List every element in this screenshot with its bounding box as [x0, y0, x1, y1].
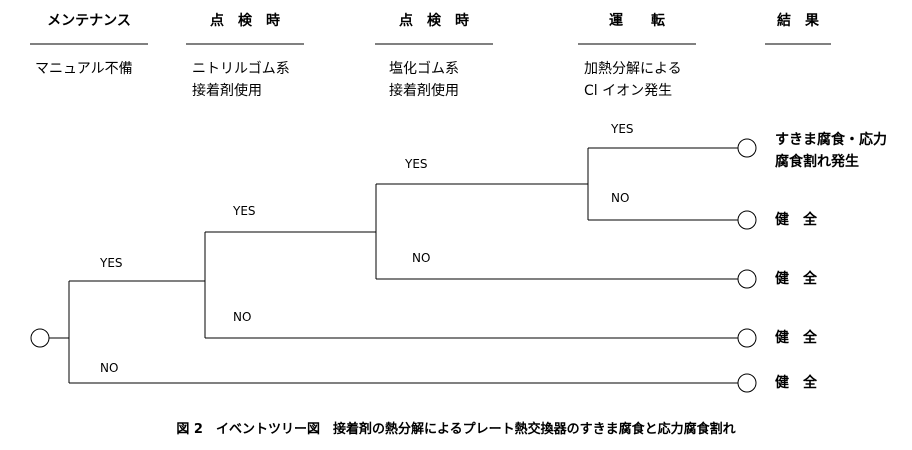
condition-nitrile: ニトリルゴム系 接着剤使用 [192, 58, 290, 102]
result-node [737, 269, 757, 289]
condition-nitrile-line2: 接着剤使用 [192, 83, 262, 99]
result-node [737, 373, 757, 393]
condition-manual-line1: マニュアル不備 [35, 61, 133, 77]
condition-chloro: 塩化ゴム系 接着剤使用 [389, 58, 459, 102]
header-operation: 運 転 [609, 13, 665, 29]
condition-nitrile-line1: ニトリルゴム系 [192, 61, 290, 77]
header-inspection-2: 点 検 時 [399, 13, 469, 29]
condition-chloro-line2: 接着剤使用 [389, 83, 459, 99]
result-node [737, 210, 757, 230]
branch-label-yes: YES [611, 122, 634, 136]
condition-chloro-line1: 塩化ゴム系 [389, 61, 459, 77]
condition-heat: 加熱分解による Cl イオン発生 [584, 58, 682, 102]
branch-label-no: NO [611, 191, 630, 205]
result-corrosion-line1: すきま腐食・応力 [775, 132, 887, 148]
branch-label-no: NO [100, 361, 119, 375]
result-corrosion-line2: 腐食割れ発生 [775, 154, 859, 170]
branch-label-yes: YES [100, 256, 123, 270]
branch-label-yes: YES [233, 204, 256, 218]
result-node [737, 328, 757, 348]
header-result: 結 果 [777, 13, 819, 29]
result-sound: 健 全 [775, 271, 817, 287]
branch-label-yes: YES [405, 157, 428, 171]
result-corrosion: すきま腐食・応力 腐食割れ発生 [775, 129, 887, 173]
header-inspection-1: 点 検 時 [210, 13, 280, 29]
result-sound: 健 全 [775, 375, 817, 391]
condition-heat-line1: 加熱分解による [584, 61, 682, 77]
result-node [737, 138, 757, 158]
figure-caption: 図 2 イベントツリー図 接着剤の熱分解によるプレート熱交換器のすきま腐食と応力… [176, 422, 736, 437]
result-sound: 健 全 [775, 330, 817, 346]
branch-label-no: NO [412, 251, 431, 265]
condition-manual: マニュアル不備 [35, 58, 133, 80]
result-sound: 健 全 [775, 212, 817, 228]
start-node [30, 328, 50, 348]
header-maintenance: メンテナンス [47, 13, 131, 29]
condition-heat-line2: Cl イオン発生 [584, 83, 673, 99]
branch-label-no: NO [233, 310, 252, 324]
